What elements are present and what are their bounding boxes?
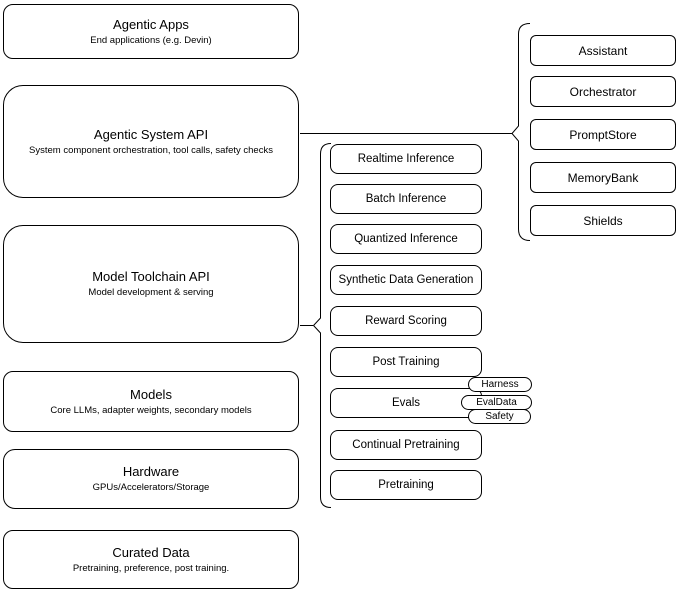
layer-agentic-system-api: Agentic System API System component orch… (3, 85, 299, 198)
layer-model-toolchain-api: Model Toolchain API Model development & … (3, 225, 299, 343)
layer-curated-data: Curated Data Pretraining, preference, po… (3, 530, 299, 589)
layer-hardware: Hardware GPUs/Accelerators/Storage (3, 449, 299, 509)
layer-models: Models Core LLMs, adapter weights, secon… (3, 371, 299, 432)
component-orchestrator: Orchestrator (530, 76, 676, 107)
layer-title: Models (130, 386, 172, 402)
layer-title: Agentic Apps (113, 16, 189, 32)
service-evals: Evals (330, 388, 482, 418)
service-reward-scoring: Reward Scoring (330, 306, 482, 336)
service-post-training: Post Training (330, 347, 482, 377)
system-brace (511, 23, 531, 241)
component-promptstore: PromptStore (530, 119, 676, 150)
layer-agentic-apps: Agentic Apps End applications (e.g. Devi… (3, 4, 299, 59)
evals-tag-evaldata: EvalData (461, 395, 532, 410)
service-pretraining: Pretraining (330, 470, 482, 500)
evals-tag-harness: Harness (468, 377, 532, 392)
evals-tag-safety: Safety (468, 409, 531, 424)
service-synthetic-data-generation: Synthetic Data Generation (330, 265, 482, 295)
service-quantized-inference: Quantized Inference (330, 224, 482, 254)
layer-subtitle: Pretraining, preference, post training. (72, 562, 230, 574)
layer-title: Model Toolchain API (92, 269, 210, 284)
layer-title: Agentic System API (93, 126, 209, 142)
component-assistant: Assistant (530, 35, 676, 66)
layer-subtitle: Core LLMs, adapter weights, secondary mo… (50, 404, 252, 416)
component-shields: Shields (530, 205, 676, 236)
toolchain-brace (312, 143, 332, 508)
service-continual-pretraining: Continual Pretraining (330, 430, 482, 460)
layer-title: Curated Data (112, 544, 190, 560)
layer-subtitle: System component orchestration, tool cal… (29, 144, 273, 156)
service-batch-inference: Batch Inference (330, 184, 482, 214)
layer-subtitle: GPUs/Accelerators/Storage (92, 482, 210, 493)
service-realtime-inference: Realtime Inference (330, 144, 482, 174)
component-memorybank: MemoryBank (530, 162, 676, 193)
layer-subtitle: Model development & serving (88, 287, 214, 298)
layer-subtitle: End applications (e.g. Devin) (90, 34, 212, 46)
layer-title: Hardware (122, 464, 180, 479)
